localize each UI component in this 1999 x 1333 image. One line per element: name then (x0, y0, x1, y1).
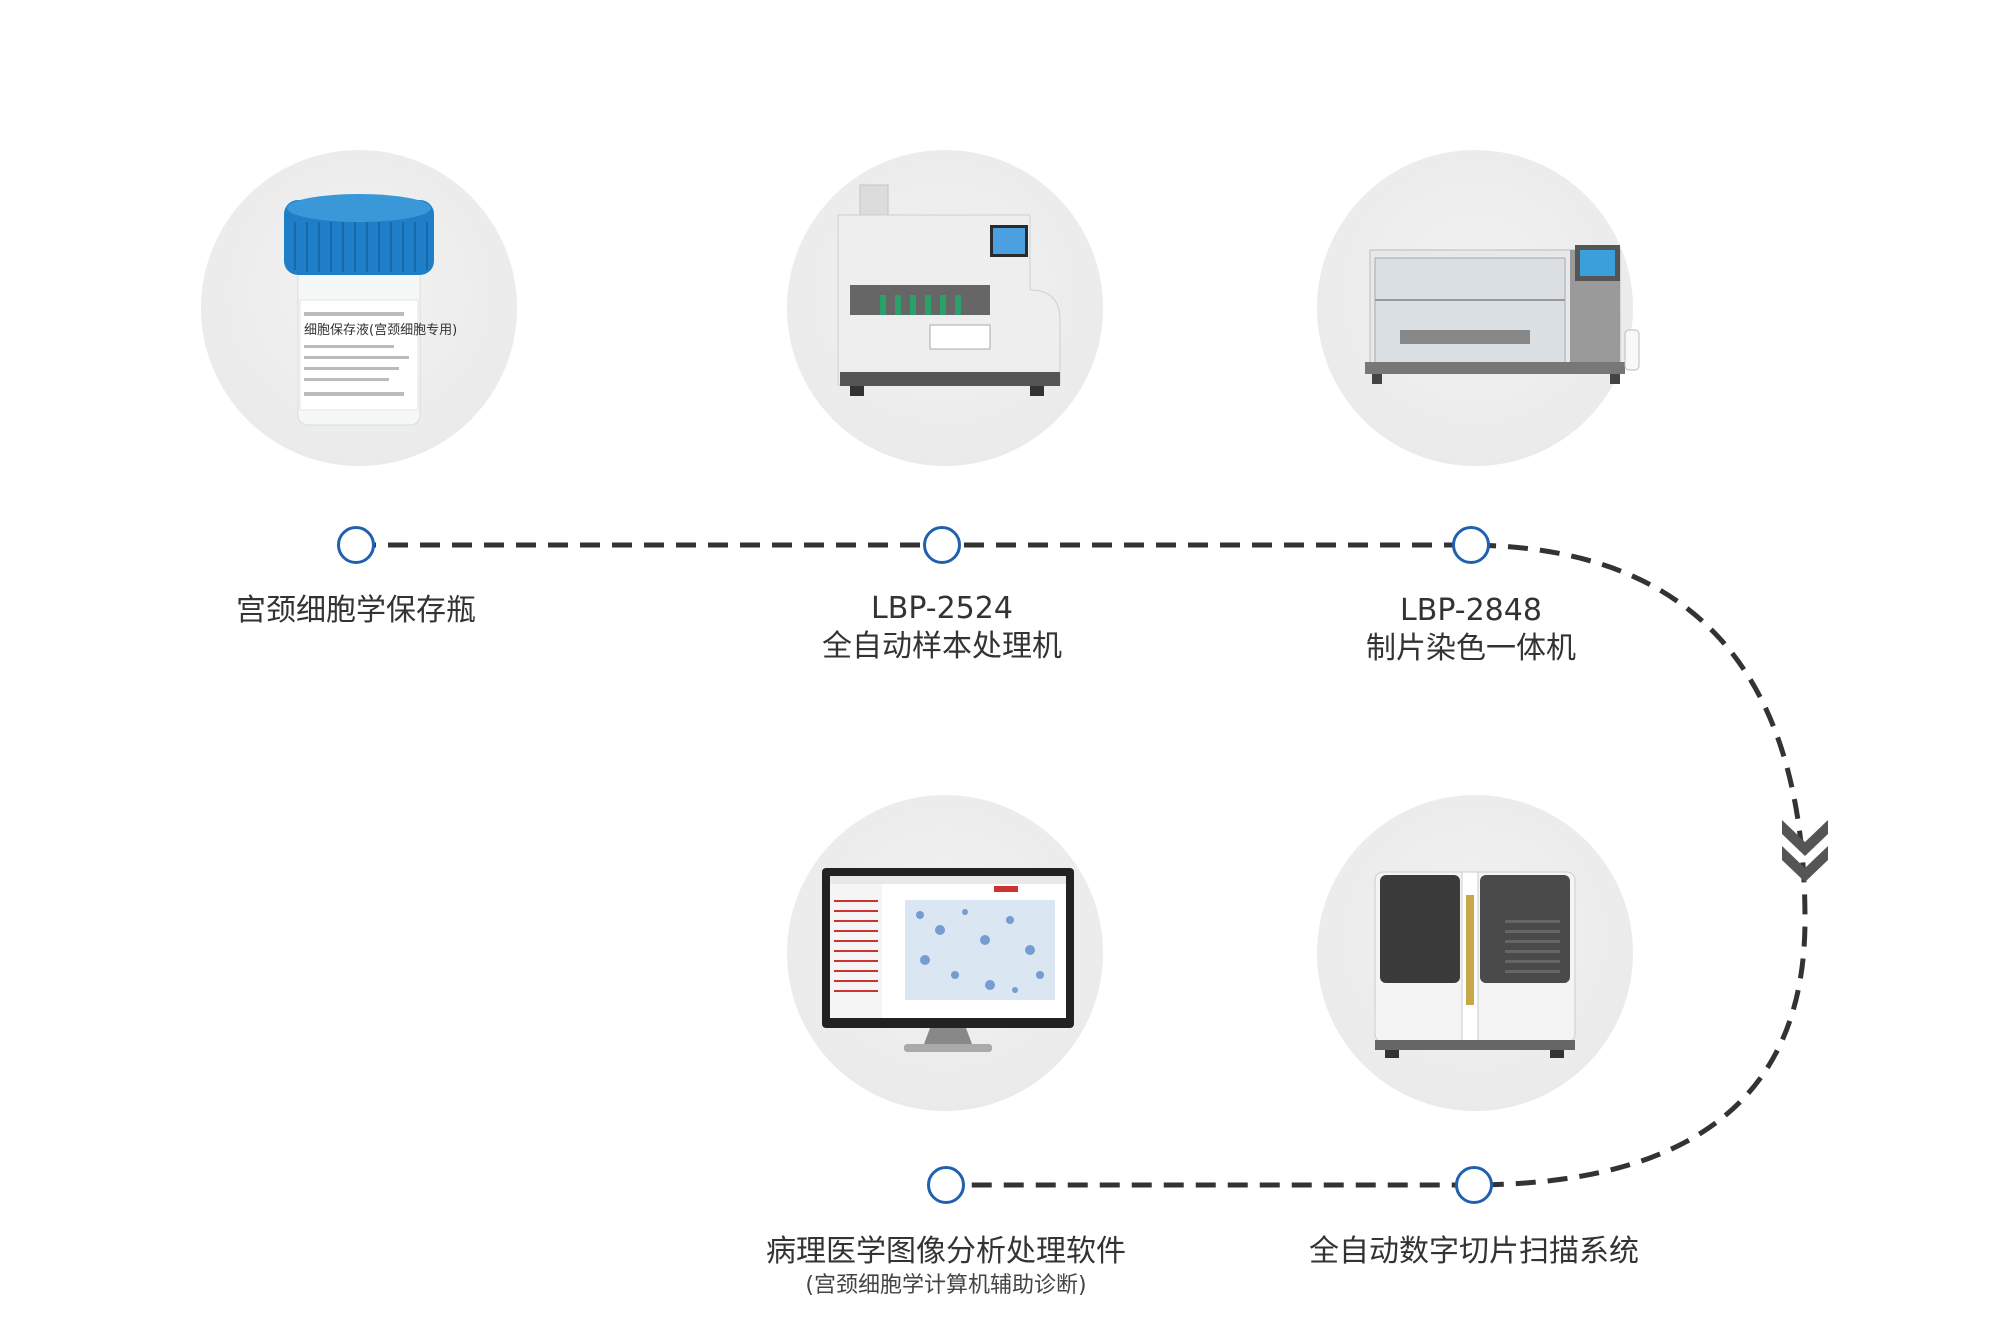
node-scanner (1455, 1166, 1493, 1204)
bottle-label-text: 细胞保存液(宫颈细胞专用) (304, 323, 457, 338)
label-scanner-text: 全自动数字切片扫描系统 (1309, 1234, 1639, 1269)
stainer-image (1365, 245, 1640, 384)
label-bottle: 宫颈细胞学保存瓶 (236, 592, 476, 630)
label-software-sub: (宫颈细胞学计算机辅助诊断) (805, 1273, 1087, 1298)
node-processor (923, 526, 961, 564)
label-scanner: 全自动数字切片扫描系统 (1309, 1233, 1639, 1271)
label-stainer-model: LBP-2848 (1400, 593, 1542, 628)
label-stainer: LBP-2848 制片染色一体机 (1366, 592, 1576, 668)
dashed-flow-line (356, 542, 1808, 1188)
node-stainer (1452, 526, 1490, 564)
label-bottle-text: 宫颈细胞学保存瓶 (236, 593, 476, 628)
chevron-double-down-icon (1782, 820, 1828, 882)
label-processor-model: LBP-2524 (871, 591, 1013, 626)
label-processor: LBP-2524 全自动样本处理机 (822, 590, 1062, 666)
label-stainer-name: 制片染色一体机 (1366, 631, 1576, 666)
label-processor-name: 全自动样本处理机 (822, 629, 1062, 664)
processor-image (837, 184, 1061, 396)
monitor-image (822, 868, 1074, 1052)
label-software: 病理医学图像分析处理软件 (宫颈细胞学计算机辅助诊断) (766, 1233, 1126, 1301)
scanner-image (1374, 871, 1576, 1058)
node-software (927, 1166, 965, 1204)
preservation-bottle-image: 细胞保存液(宫颈细胞专用) (284, 194, 457, 426)
node-bottle (337, 526, 375, 564)
label-software-text: 病理医学图像分析处理软件 (766, 1234, 1126, 1269)
